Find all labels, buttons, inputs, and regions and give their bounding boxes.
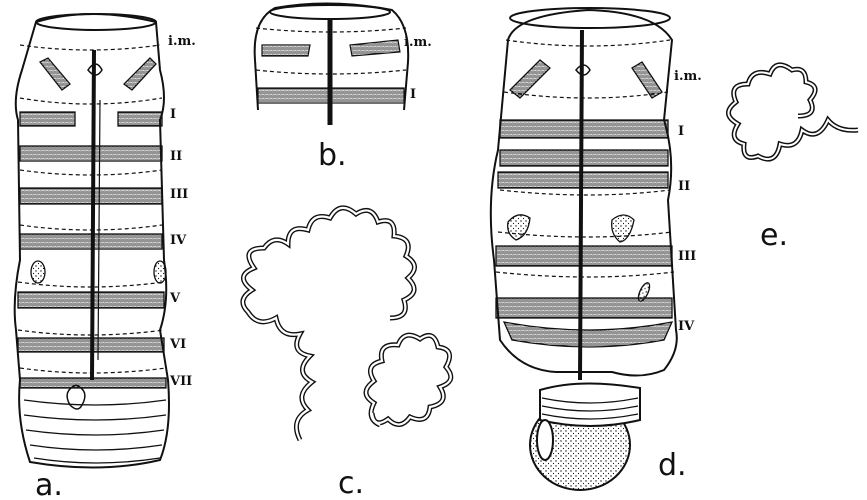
panel-b-marker-1: I bbox=[410, 87, 416, 102]
panel-c-label: c. bbox=[338, 466, 364, 500]
panel-d-everted-bulb bbox=[530, 383, 640, 490]
panel-c-convoluted-tube bbox=[243, 208, 451, 440]
panel-d-muscle-bands bbox=[496, 60, 672, 347]
panel-a-marker-6: VI bbox=[169, 337, 186, 352]
panel-e-label: e. bbox=[760, 218, 788, 253]
panel-d-marker-2: II bbox=[678, 179, 690, 194]
panel-b-label: b. bbox=[318, 138, 347, 173]
panel-a-marker-4: IV bbox=[170, 233, 187, 248]
panel-e-convoluted-tube bbox=[728, 65, 858, 159]
panel-a-marker-7: VII bbox=[169, 374, 192, 389]
panel-d-label: d. bbox=[658, 448, 687, 483]
panel-a-marker-2: II bbox=[170, 149, 182, 164]
panel-a-marker-5: V bbox=[169, 291, 181, 306]
panel-b-marker-im: i.m. bbox=[404, 35, 432, 50]
panel-d-marker-1: I bbox=[678, 124, 684, 139]
panel-d-marker-3: III bbox=[678, 249, 696, 264]
panel-d-marker-4: IV bbox=[678, 319, 695, 334]
panel-a-marker-1: I bbox=[170, 107, 176, 122]
panel-a-marker-im: i.m. bbox=[168, 34, 196, 49]
panel-b-specimen bbox=[255, 3, 409, 125]
panel-a-marker-3: III bbox=[170, 187, 188, 202]
panel-d-marker-im: i.m. bbox=[674, 69, 702, 84]
panel-a-label: a. bbox=[35, 468, 63, 500]
